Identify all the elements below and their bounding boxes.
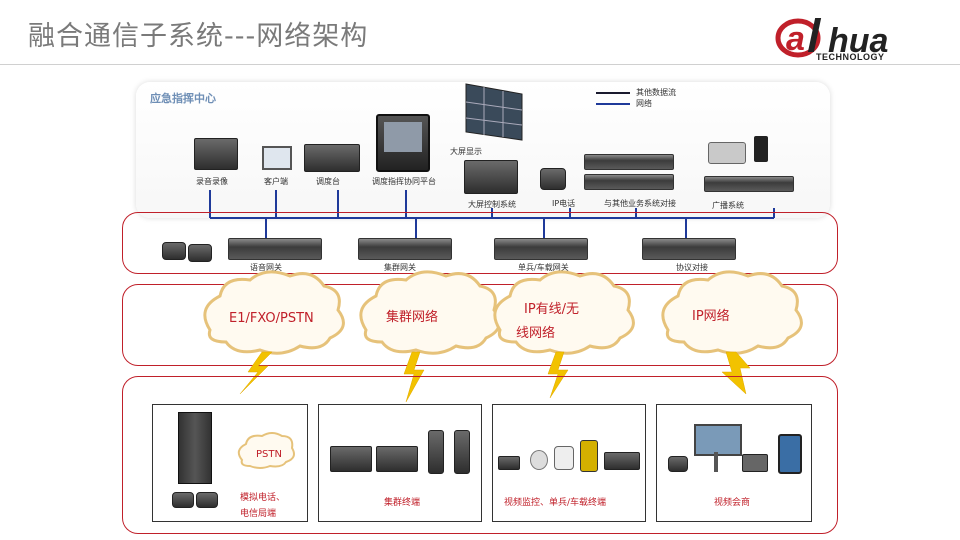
vehicle-radio-icon-1: [330, 446, 372, 472]
smartphone-icon: [778, 434, 802, 474]
tablet-icon: [742, 454, 768, 472]
gateway-layer-frame: [122, 212, 838, 274]
client-label: 客户端: [264, 177, 288, 186]
network-trunking-label: 集群网络: [386, 310, 439, 325]
integration-server-2: [584, 174, 674, 190]
analog-phone-icon-2: [188, 244, 212, 262]
integration-label: 与其他业务系统对接: [604, 199, 676, 208]
soldier-vehicle-gateway: [494, 238, 588, 260]
cloud-ip-wired-wireless: [493, 270, 635, 355]
dispatch-console: [304, 144, 360, 172]
terminal-trunking-label: 集群终端: [384, 498, 421, 508]
analog-phone-terminal-2: [196, 492, 218, 508]
vehicle-nvr-icon: [604, 452, 640, 470]
logo-glyph-a: a: [786, 20, 805, 58]
lightning-bolt-3: [547, 351, 569, 399]
video-wall-controller-label: 大屏控制系统: [468, 200, 516, 209]
handheld-radio-icon-1: [428, 430, 444, 474]
conference-camera-icon: [668, 456, 688, 472]
legend-line-other: [596, 92, 630, 94]
network-ip-label: IP网络: [692, 309, 730, 324]
speaker-icon: [754, 136, 768, 162]
bullet-camera-icon: [498, 456, 520, 470]
ip-phone-icon: [540, 168, 566, 190]
legend-label-other: 其他数据流: [636, 88, 676, 97]
integration-server-1: [584, 154, 674, 170]
legend-line-network: [596, 103, 630, 105]
soldier-vehicle-gateway-label: 单兵/车载网关: [518, 263, 569, 272]
video-wall-label: 大屏显示: [450, 147, 482, 156]
title-divider: [0, 64, 960, 65]
terminal-layer-frame: [122, 376, 838, 534]
network-pstn-label: E1/FXO/PSTN: [229, 311, 314, 326]
broadcast-mixer-icon: [708, 142, 746, 164]
lightning-bolt-2: [403, 351, 425, 403]
network-ip-mixed-label-1: IP有线/无: [524, 302, 580, 317]
cloud-ip-network: [661, 270, 803, 355]
command-platform: [376, 114, 430, 172]
broadcast-label: 广播系统: [712, 201, 744, 210]
lightning-bolt-1: [239, 351, 273, 395]
terminal-conference-label: 视频会商: [714, 498, 751, 508]
broadcast-server: [704, 176, 794, 192]
terminal-analog-label-1: 模拟电话、: [240, 493, 286, 503]
dispatch-console-label: 调度台: [316, 177, 340, 186]
network-ip-mixed-label-2: 线网络: [516, 326, 556, 341]
recorder-device: [194, 138, 238, 170]
command-platform-label: 调度指挥协同平台: [372, 177, 436, 186]
ip-phone-label: IP电话: [552, 199, 576, 208]
video-wall-controller: [464, 160, 518, 194]
slide-title: 融合通信子系统---网络架构: [28, 21, 369, 52]
terminal-video-label: 视频监控、单兵/车载终端: [504, 498, 607, 508]
trunking-gateway: [358, 238, 452, 260]
handheld-radio-icon-2: [454, 430, 470, 474]
pstn-cloud-label: PSTN: [256, 449, 282, 460]
recorder-label: 录音录像: [196, 177, 228, 186]
cloud-trunking: [359, 270, 501, 355]
analog-phone-terminal-1: [172, 492, 194, 508]
body-camera-icon: [580, 440, 598, 472]
logo-subtitle: TECHNOLOGY: [816, 52, 885, 62]
command-center-title: 应急指挥中心: [150, 92, 216, 105]
logo-glyph-hua: hua: [828, 22, 888, 60]
terminal-analog-label-2: 电信局端: [240, 509, 277, 519]
vehicle-radio-icon-2: [376, 446, 418, 472]
voice-gateway-label: 语音网关: [250, 263, 282, 272]
protocol-gateway-label: 协议对接: [676, 263, 708, 272]
conference-stand: [714, 452, 718, 472]
cloud-pstn: [203, 270, 345, 355]
ptz-camera-icon: [554, 446, 574, 470]
client-monitor-icon: [262, 146, 292, 170]
trunking-gateway-label: 集群网关: [384, 263, 416, 272]
conference-screen-icon: [694, 424, 742, 456]
video-wall-icon: [465, 83, 523, 141]
voice-gateway: [228, 238, 322, 260]
telecom-cabinet-icon: [178, 412, 212, 484]
analog-phone-icon: [162, 242, 186, 260]
pstn-cloud-icon: [237, 432, 295, 469]
lightning-bolt-4: [721, 351, 751, 395]
dome-camera-icon: [530, 450, 548, 470]
protocol-gateway: [642, 238, 736, 260]
dahua-logo: a hua: [775, 18, 888, 60]
legend-label-network: 网络: [636, 99, 652, 108]
